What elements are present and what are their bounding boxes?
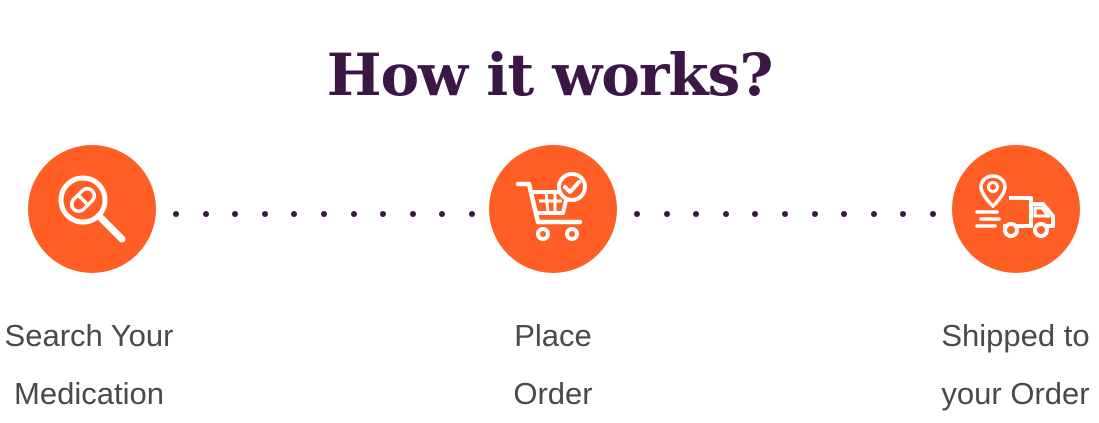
step-2-icon-circle [489, 145, 617, 273]
step-1-label-line2: Medication [14, 376, 164, 411]
step-3-label: Shipped to your Order [932, 307, 1099, 423]
step-2-label-line1: Place [514, 318, 592, 353]
step-1-label-line1: Search Your [4, 318, 174, 353]
step-2-label-line2: Order [513, 376, 593, 411]
connector-dots-1 [173, 210, 475, 218]
search-medication-icon [58, 175, 126, 243]
step-1-icon-circle [28, 145, 156, 273]
cart-check-icon [515, 172, 587, 241]
step-3-icon-circle [952, 145, 1080, 273]
step-2-label: Place Order [494, 307, 612, 423]
connector-dots-2 [634, 210, 936, 218]
section-title: How it works? [326, 40, 774, 109]
step-3-label-line2: your Order [941, 376, 1090, 411]
step-1-label: Search Your Medication [0, 307, 178, 423]
delivery-truck-icon [975, 174, 1055, 238]
step-3-label-line1: Shipped to [941, 318, 1090, 353]
